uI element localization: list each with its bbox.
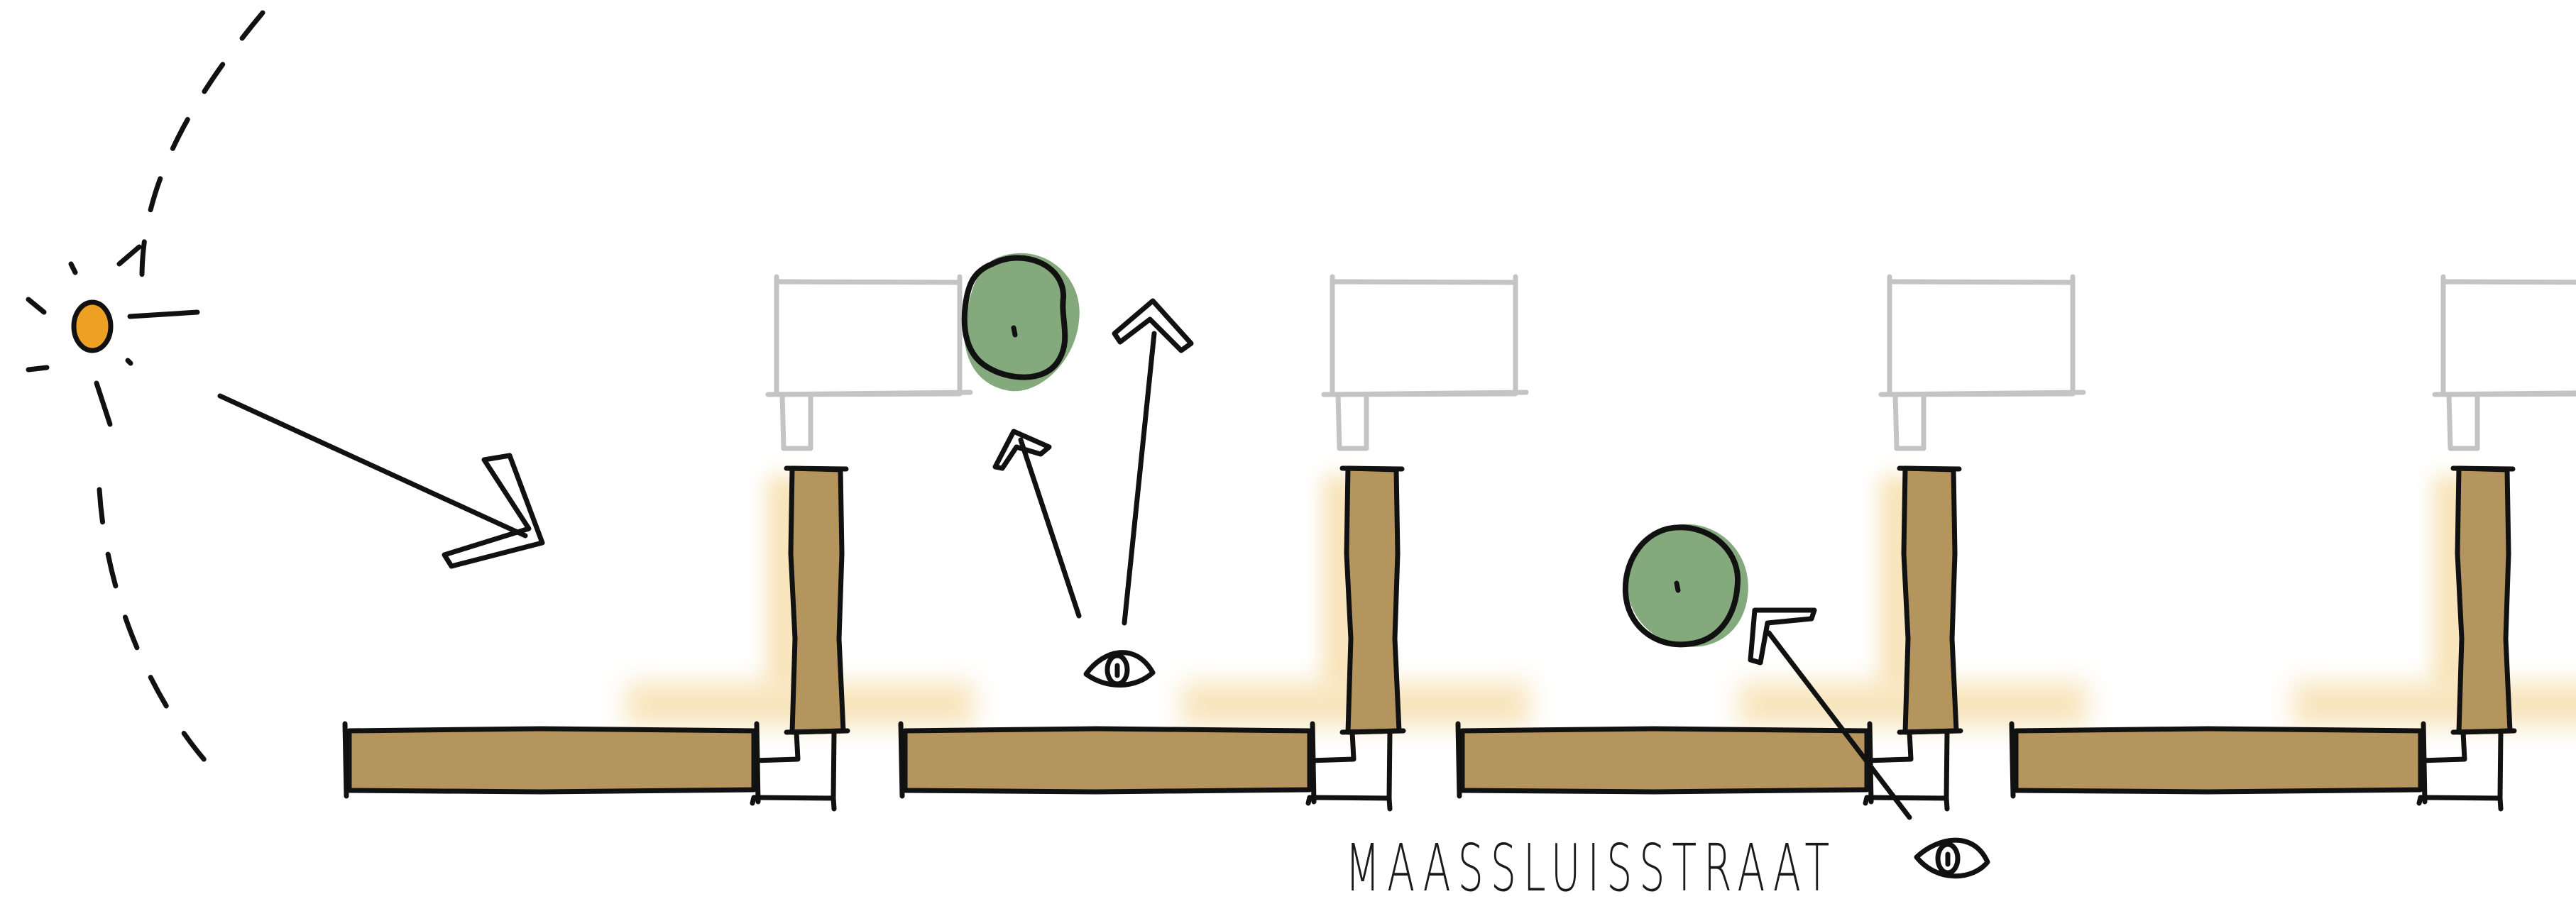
eye-icon: [1083, 650, 1156, 688]
tree-icon: [961, 253, 1080, 392]
view-arrow-icon: [1748, 607, 1912, 820]
sun-icon: [26, 244, 200, 427]
eye-icon: [1914, 837, 1990, 879]
view-arrow-icon: [992, 298, 1194, 626]
street-name-label: MAASSLUISSTRAAT: [1345, 830, 1837, 906]
tree-icon: [1622, 524, 1748, 648]
sunlight-arrow-icon: [217, 393, 545, 569]
sun-path-arc: [97, 10, 265, 776]
